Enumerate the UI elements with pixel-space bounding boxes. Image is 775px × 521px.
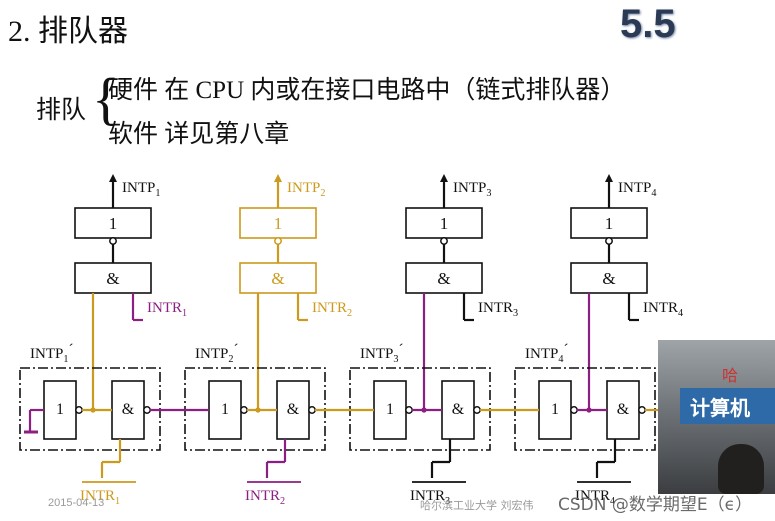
chain-label: INTP2´ bbox=[195, 342, 238, 365]
video-banner: 计算机 bbox=[680, 388, 775, 424]
and-gate-chain-bubble bbox=[308, 406, 316, 414]
junction-dot bbox=[90, 407, 96, 413]
brace: { bbox=[92, 66, 120, 131]
or-gate-chain-symbol: 1 bbox=[56, 401, 64, 418]
or-gate-chain-bubble bbox=[240, 406, 248, 414]
and-gate-symbol: & bbox=[106, 269, 119, 288]
or-gate-chain-bubble bbox=[570, 406, 578, 414]
intp-output-label: INTP2 bbox=[287, 180, 325, 199]
or-gate-bubble bbox=[274, 237, 282, 245]
and-gate-chain-symbol: & bbox=[617, 401, 630, 418]
intr-bottom-label: INTR4 bbox=[575, 488, 615, 507]
slide-title: 2. 排队器 bbox=[8, 15, 128, 48]
or-gate-top bbox=[239, 207, 317, 239]
or-gate-chain-bubble bbox=[75, 406, 83, 414]
or-gate-symbol: 1 bbox=[274, 214, 283, 233]
or-gate-chain-symbol: 1 bbox=[386, 401, 394, 418]
intr-bottom-label: INTR1 bbox=[80, 488, 120, 507]
intp-arrowhead bbox=[605, 174, 613, 182]
and-gate-symbol: & bbox=[437, 269, 450, 288]
video-banner-text: 计算机 bbox=[690, 396, 750, 420]
intr-input-label: INTR1 bbox=[147, 300, 187, 319]
or-gate-symbol: 1 bbox=[440, 214, 449, 233]
or-gate-bubble bbox=[109, 237, 117, 245]
intr-bottom-label: INTR3 bbox=[410, 488, 450, 507]
intp-arrowhead bbox=[274, 174, 282, 182]
and-gate-symbol: & bbox=[602, 269, 615, 288]
intp-arrowhead bbox=[109, 174, 117, 182]
and-gate-chain-symbol: & bbox=[122, 401, 135, 418]
intr-input-label: INTR3 bbox=[478, 300, 518, 319]
intp-output-label: INTP4 bbox=[618, 180, 656, 199]
lecturer-video-thumbnail: 哈 计算机 bbox=[658, 340, 775, 494]
intr-bottom-label: INTR2 bbox=[245, 488, 285, 507]
or-gate-chain-bubble bbox=[405, 406, 413, 414]
csdn-watermark: CSDN @数学期望E（ϵ） bbox=[558, 495, 753, 515]
chain-label: INTP1´ bbox=[30, 342, 73, 365]
intr-input-label: INTR2 bbox=[312, 300, 352, 319]
footer-institution: 哈尔滨工业大学 刘宏伟 bbox=[420, 499, 534, 512]
and-gate-symbol: & bbox=[271, 269, 284, 288]
or-gate-chain-symbol: 1 bbox=[221, 401, 229, 418]
or-gate-chain-symbol: 1 bbox=[551, 401, 559, 418]
chain-label: INTP3´ bbox=[360, 342, 403, 365]
and-gate-top bbox=[74, 262, 152, 294]
junction-dot bbox=[421, 407, 427, 413]
or-gate-bubble bbox=[440, 237, 448, 245]
hardware-line: 硬件 在 CPU 内或在接口电路中（链式排队器） bbox=[108, 77, 626, 104]
section-number: 5.5 bbox=[620, 2, 676, 46]
lecturer-head bbox=[718, 444, 764, 494]
and-gate-top bbox=[405, 262, 483, 294]
or-gate-symbol: 1 bbox=[605, 214, 614, 233]
intr-input-label: INTR4 bbox=[643, 300, 683, 319]
and-gate-chain-bubble bbox=[638, 406, 646, 414]
footer-date: 2015-04-13 bbox=[48, 497, 105, 509]
intp-arrowhead bbox=[440, 174, 448, 182]
or-gate-top bbox=[405, 207, 483, 239]
and-gate-chain-bubble bbox=[143, 406, 151, 414]
and-gate-top bbox=[570, 262, 648, 294]
and-gate-chain bbox=[276, 380, 310, 440]
or-gate-bubble bbox=[605, 237, 613, 245]
and-gate-chain-symbol: & bbox=[287, 401, 300, 418]
and-gate-top bbox=[239, 262, 317, 294]
junction-dot bbox=[586, 407, 592, 413]
junction-dot bbox=[255, 407, 261, 413]
and-gate-chain-bubble bbox=[473, 406, 481, 414]
intp-output-label: INTP3 bbox=[453, 180, 491, 199]
software-line: 软件 详见第八章 bbox=[108, 121, 290, 148]
intp-output-label: INTP1 bbox=[122, 180, 160, 199]
video-top-text: 哈 bbox=[722, 366, 739, 385]
queue-label: 排队 bbox=[36, 97, 87, 124]
chain-label: INTP4´ bbox=[525, 342, 568, 365]
and-gate-chain-symbol: & bbox=[452, 401, 465, 418]
or-gate-top bbox=[570, 207, 648, 239]
or-gate-symbol: 1 bbox=[109, 214, 118, 233]
